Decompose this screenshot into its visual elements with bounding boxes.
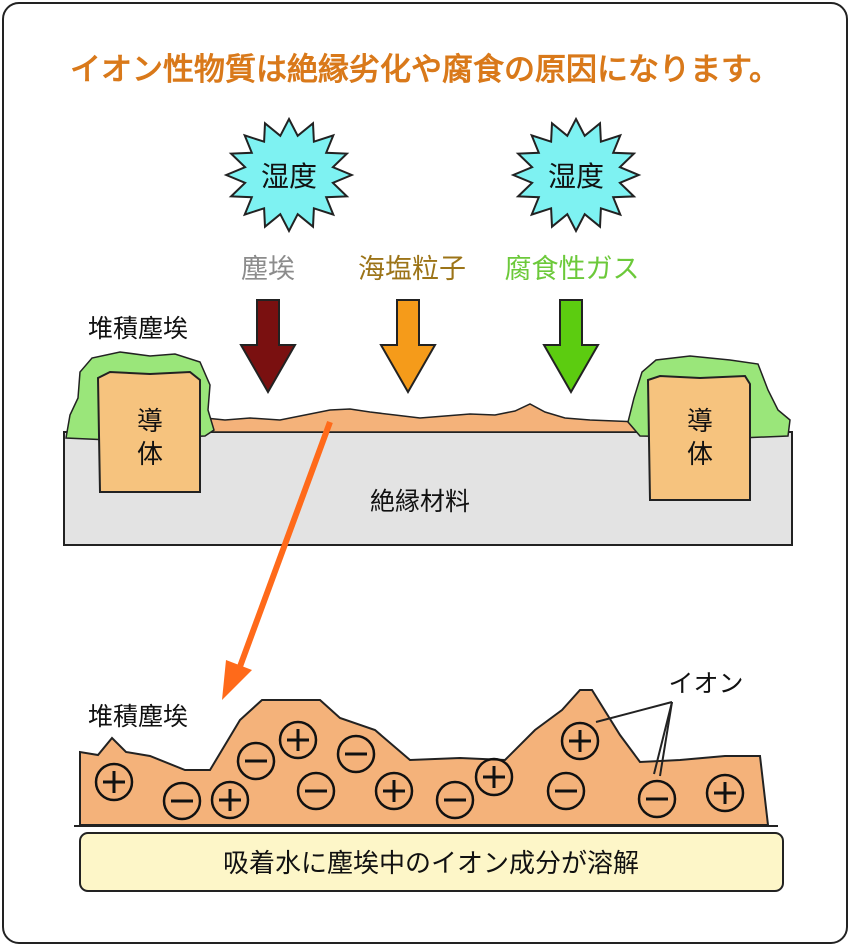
conductor-left-label-2: 体 bbox=[137, 440, 163, 470]
negative-ion bbox=[162, 781, 202, 821]
deposited-dust-layer bbox=[204, 403, 650, 433]
conductor-right-label-1: 導 bbox=[687, 407, 713, 437]
ion-pointer-lines bbox=[595, 701, 673, 777]
caption-box bbox=[79, 832, 784, 892]
humidity-label-right: 湿度 bbox=[548, 160, 604, 193]
negative-ion bbox=[546, 771, 586, 811]
caption-text: 吸着水に塵埃中のイオン成分が溶解 bbox=[223, 849, 639, 879]
humidity-burst-left: 湿度 bbox=[223, 116, 355, 234]
positive-ion bbox=[474, 757, 514, 797]
positive-ion bbox=[278, 720, 318, 760]
deposited-dust-label-top: 堆積塵埃 bbox=[88, 314, 188, 343]
zoom-arrow-head bbox=[222, 660, 252, 700]
title: イオン性物質は絶縁劣化や腐食の原因になります。 bbox=[70, 52, 780, 88]
insulator-label: 絶縁材料 bbox=[370, 487, 470, 516]
conductor-right-label-2: 体 bbox=[687, 440, 713, 470]
positive-ion bbox=[94, 762, 134, 802]
salt-particle-label: 海塩粒子 bbox=[358, 254, 466, 285]
negative-ion bbox=[296, 771, 336, 811]
negative-ion bbox=[336, 734, 376, 774]
positive-ion bbox=[560, 721, 600, 761]
humidity-burst-right: 湿度 bbox=[510, 116, 642, 234]
dust-arrow bbox=[239, 299, 297, 395]
gas-arrow bbox=[542, 299, 600, 395]
conductor-left bbox=[96, 370, 201, 493]
negative-ion bbox=[435, 780, 475, 820]
enlarged-dust-mass bbox=[79, 689, 770, 826]
ion-group bbox=[94, 720, 745, 821]
dust-label: 塵埃 bbox=[241, 254, 295, 285]
positive-ion bbox=[705, 773, 745, 813]
humidity-label-left: 湿度 bbox=[261, 160, 317, 193]
salt-arrow bbox=[379, 299, 437, 395]
zoom-arrow-shaft bbox=[235, 420, 333, 674]
corrosive-gas-label: 腐食性ガス bbox=[505, 254, 640, 285]
ion-label: イオン bbox=[668, 669, 743, 698]
deposited-dust-label-bottom: 堆積塵埃 bbox=[88, 702, 188, 731]
negative-ion bbox=[236, 741, 276, 781]
negative-ion bbox=[637, 779, 677, 819]
positive-ion bbox=[374, 771, 414, 811]
positive-ion bbox=[210, 780, 250, 820]
conductor-right bbox=[646, 374, 751, 501]
conductor-left-label-1: 導 bbox=[137, 407, 163, 437]
